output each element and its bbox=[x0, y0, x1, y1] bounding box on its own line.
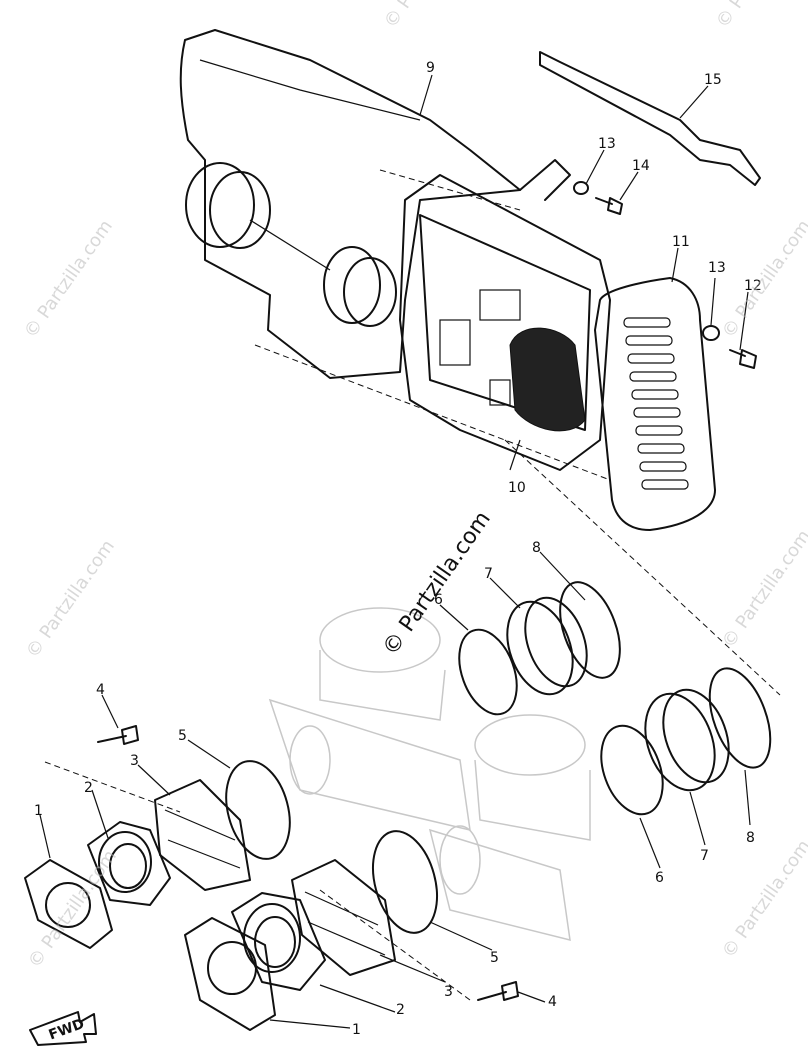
cover-slots bbox=[623, 317, 689, 490]
callout-6-lower: 6 bbox=[655, 870, 664, 886]
clamp-6-lower bbox=[600, 724, 664, 816]
band-8-upper bbox=[559, 581, 621, 679]
callout-15: 15 bbox=[704, 72, 722, 88]
joint-3-right bbox=[291, 859, 396, 976]
callout-2-right: 2 bbox=[396, 1002, 405, 1018]
band-8-lower bbox=[708, 667, 772, 769]
washer-13-upper bbox=[573, 181, 589, 195]
callout-leaders bbox=[39, 74, 751, 1029]
callout-7-lower: 7 bbox=[700, 848, 709, 864]
clamp-5-left bbox=[225, 760, 291, 860]
clamp-5-right bbox=[372, 830, 438, 934]
joint-3-left bbox=[154, 779, 251, 891]
bracket-15 bbox=[539, 51, 761, 186]
callout-1-left: 1 bbox=[34, 803, 43, 819]
bolt-12 bbox=[729, 349, 757, 369]
clamp-6-upper bbox=[458, 628, 518, 716]
washer-13-lower bbox=[702, 325, 720, 341]
callout-8-upper: 8 bbox=[532, 540, 541, 556]
manifold-2-left bbox=[87, 821, 171, 906]
callout-numbers: 9 10 11 12 13 13 14 15 8 7 6 8 7 6 4 5 3… bbox=[34, 60, 762, 1038]
gasket-1-right bbox=[184, 917, 276, 1031]
air-box-9 bbox=[179, 29, 521, 379]
bolt-4-left bbox=[97, 725, 139, 745]
manifold-2-right bbox=[231, 892, 326, 991]
callout-13-lower: 13 bbox=[708, 260, 726, 276]
callout-6-upper: 6 bbox=[434, 592, 443, 608]
fwd-arrow: FWD bbox=[29, 1011, 97, 1046]
fwd-label: FWD bbox=[47, 1016, 87, 1044]
callout-13-upper: 13 bbox=[598, 136, 616, 152]
bolt-14 bbox=[595, 197, 623, 215]
gasket-1-left bbox=[24, 859, 113, 949]
callout-14: 14 bbox=[632, 158, 650, 174]
air-cleaner-case-10 bbox=[399, 159, 611, 471]
callout-4-left: 4 bbox=[96, 682, 105, 698]
joint-7-lower bbox=[644, 688, 730, 792]
callout-2-left: 2 bbox=[84, 780, 93, 796]
callout-5-left: 5 bbox=[178, 728, 187, 744]
callout-1-right: 1 bbox=[352, 1022, 361, 1038]
bolt-4-right bbox=[477, 981, 519, 1001]
callout-8-lower: 8 bbox=[746, 830, 755, 846]
callout-4-right: 4 bbox=[548, 994, 557, 1010]
carburetor-assembly bbox=[268, 607, 591, 941]
callout-10: 10 bbox=[508, 480, 526, 496]
callout-7-upper: 7 bbox=[484, 566, 493, 582]
callout-5-right: 5 bbox=[490, 950, 499, 966]
joint-7-upper bbox=[506, 596, 588, 696]
callout-3-right: 3 bbox=[444, 984, 453, 1000]
callout-11: 11 bbox=[672, 234, 690, 250]
callout-3-left: 3 bbox=[130, 753, 139, 769]
callout-12: 12 bbox=[744, 278, 762, 294]
callout-9: 9 bbox=[426, 60, 435, 76]
air-cleaner-cover-11 bbox=[594, 277, 716, 531]
